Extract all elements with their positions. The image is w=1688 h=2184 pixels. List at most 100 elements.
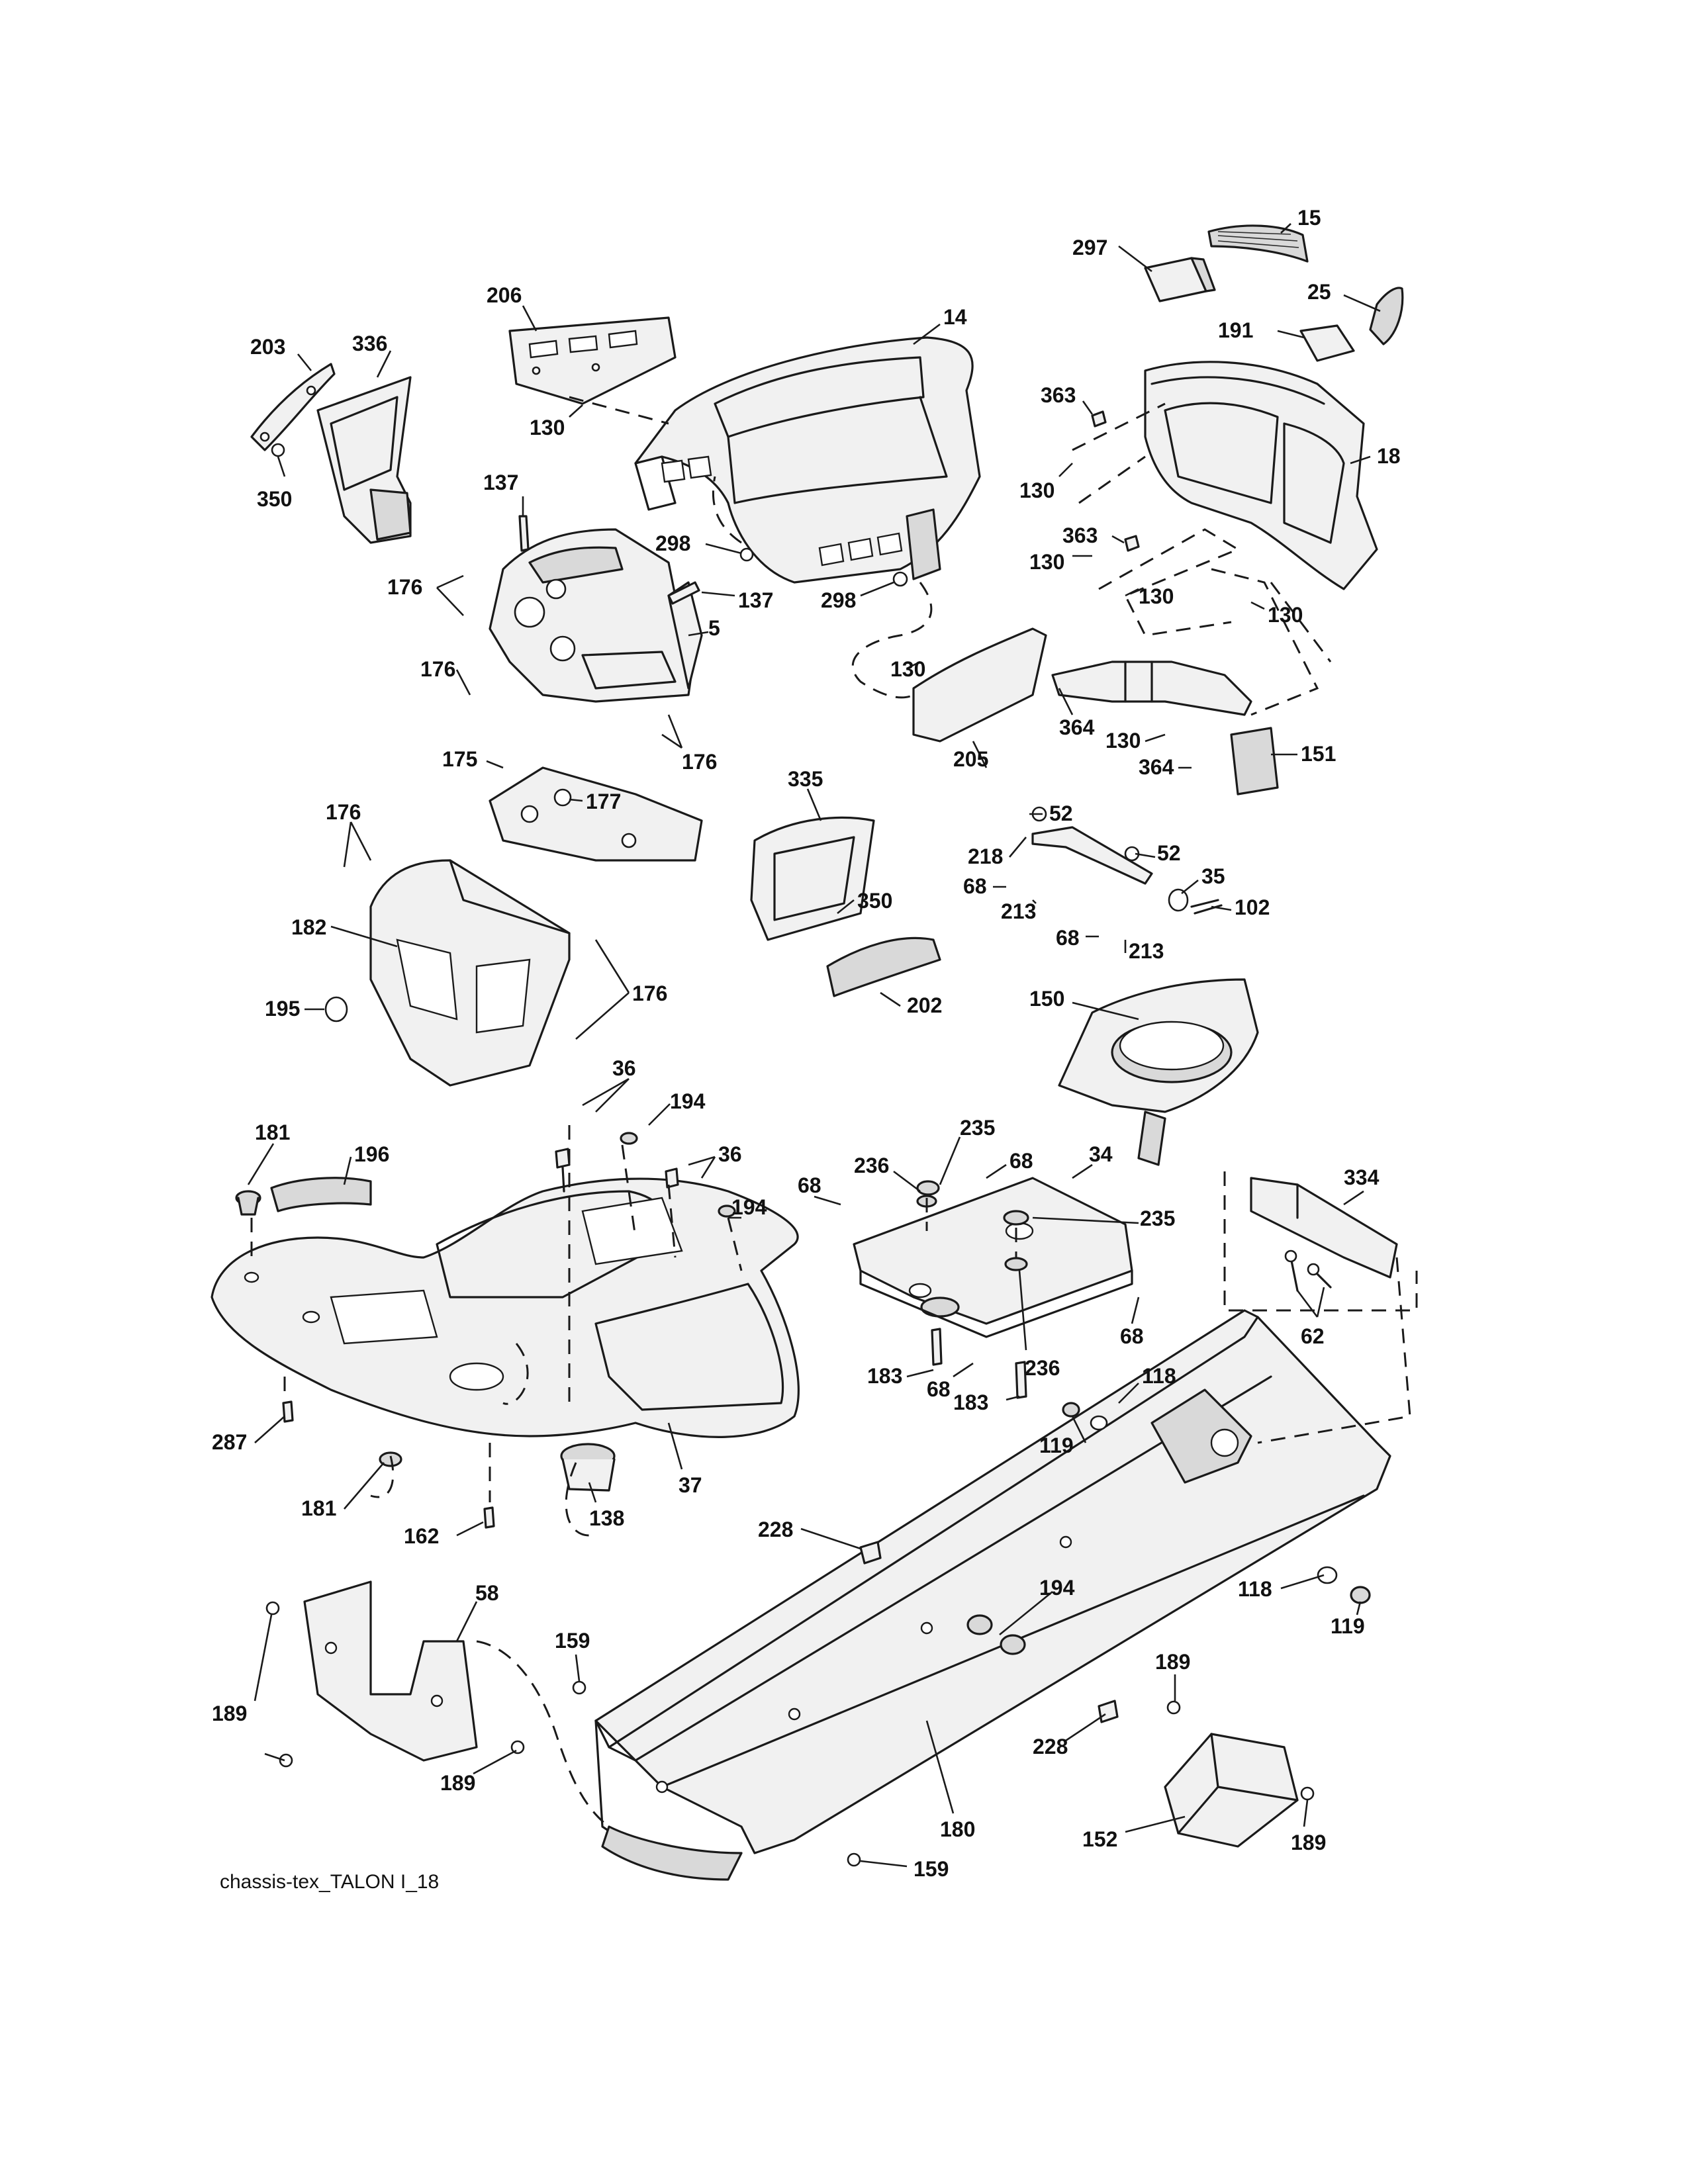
part-washer-35 <box>1168 888 1189 912</box>
callout-203: 203 <box>250 335 285 359</box>
part-hood-14 <box>634 336 981 584</box>
part-clip-363b <box>1124 535 1140 552</box>
callout-36b: 36 <box>718 1142 742 1166</box>
callout-236a: 236 <box>854 1154 889 1177</box>
callout-194b: 194 <box>731 1195 767 1219</box>
callout-297: 297 <box>1072 236 1107 259</box>
part-nut-119b <box>1350 1586 1371 1604</box>
callout-102: 102 <box>1235 895 1270 919</box>
callout-298a: 298 <box>655 531 690 555</box>
part-panel-205 <box>912 627 1047 743</box>
part-pin-102 <box>1190 899 1223 915</box>
callout-58: 58 <box>475 1581 499 1605</box>
callout-176a: 176 <box>387 575 422 599</box>
callout-119b: 119 <box>1331 1614 1365 1638</box>
part-bezel-25 <box>1369 287 1404 345</box>
part-boot-138 <box>560 1443 616 1492</box>
callout-68c: 68 <box>1009 1149 1033 1173</box>
callout-119a: 119 <box>1039 1433 1074 1457</box>
part-shield-152 <box>1164 1733 1299 1848</box>
part-clip-363a <box>1091 410 1107 428</box>
callout-287: 287 <box>212 1430 247 1454</box>
part-bracket-334 <box>1250 1177 1398 1279</box>
callout-176d: 176 <box>326 800 361 824</box>
part-foam-191 <box>1299 324 1355 362</box>
assembly-lines <box>250 396 1418 1828</box>
part-clip-177 <box>553 788 572 807</box>
callout-236b: 236 <box>1025 1356 1060 1380</box>
callout-151: 151 <box>1301 742 1336 766</box>
callout-364b: 364 <box>1139 755 1174 779</box>
part-frame-180 <box>594 1309 1391 1881</box>
callout-228a: 228 <box>758 1518 793 1541</box>
callout-213b: 213 <box>1129 939 1164 963</box>
part-bolt-228a <box>859 1541 882 1565</box>
part-screw-189c <box>510 1740 525 1754</box>
part-screw-350 <box>271 443 285 457</box>
callout-177: 177 <box>586 790 621 813</box>
callout-52a: 52 <box>1049 801 1073 825</box>
callout-130e: 130 <box>1268 603 1303 627</box>
callout-162: 162 <box>404 1524 439 1548</box>
part-screw-189e <box>1300 1786 1315 1801</box>
callout-150: 150 <box>1029 987 1064 1011</box>
callout-68e: 68 <box>1120 1324 1144 1348</box>
callout-52b: 52 <box>1157 841 1181 865</box>
callout-18: 18 <box>1377 444 1401 468</box>
callout-235b: 235 <box>1140 1206 1175 1230</box>
callout-14: 14 <box>943 305 967 329</box>
part-grille-18 <box>1144 361 1378 590</box>
part-bolt-183b <box>1015 1361 1027 1399</box>
callout-5: 5 <box>708 616 720 640</box>
part-bracket-175 <box>489 766 703 862</box>
callout-152: 152 <box>1082 1827 1117 1851</box>
callout-181a: 181 <box>255 1120 290 1144</box>
callout-labels: 15 297 25 191 206 14 203 336 130 350 363… <box>212 206 1401 1881</box>
callout-189c: 189 <box>1155 1650 1190 1674</box>
callout-182: 182 <box>291 915 326 939</box>
callout-176b: 176 <box>420 657 455 681</box>
callout-195: 195 <box>265 997 300 1021</box>
part-lens-15 <box>1207 224 1309 263</box>
part-screw-162 <box>483 1506 495 1529</box>
callout-37: 37 <box>679 1473 702 1497</box>
callout-34: 34 <box>1089 1142 1113 1166</box>
part-panel-206 <box>508 316 677 405</box>
part-pin-137b <box>667 581 700 605</box>
callout-68a: 68 <box>963 874 987 898</box>
callout-191: 191 <box>1218 318 1253 342</box>
callout-130a: 130 <box>530 416 565 439</box>
part-grille-335 <box>750 816 875 941</box>
callout-189d: 189 <box>1291 1831 1326 1854</box>
callout-36a: 36 <box>612 1056 636 1080</box>
callout-118a: 118 <box>1142 1364 1176 1388</box>
part-spacer-236b <box>1004 1257 1028 1271</box>
callout-335: 335 <box>788 767 823 791</box>
part-screw-159a <box>572 1680 586 1695</box>
part-nut-194a <box>620 1132 638 1145</box>
callout-68f: 68 <box>927 1377 951 1401</box>
callout-189a: 189 <box>212 1702 247 1725</box>
callout-130b: 130 <box>1019 478 1055 502</box>
callout-350a: 350 <box>257 487 292 511</box>
part-washer-118b <box>1317 1566 1338 1584</box>
part-grommet-181a <box>235 1190 261 1216</box>
part-block-297 <box>1144 257 1216 302</box>
callout-213a: 213 <box>1001 899 1036 923</box>
callout-68b: 68 <box>1056 926 1080 950</box>
callout-130c: 130 <box>1029 550 1064 574</box>
part-nut-119a <box>1062 1402 1080 1418</box>
callout-25: 25 <box>1307 280 1331 304</box>
callout-137a: 137 <box>483 471 518 494</box>
part-spacer-235b <box>1003 1210 1029 1226</box>
callout-228b: 228 <box>1033 1735 1068 1758</box>
part-pad-196 <box>270 1177 372 1212</box>
part-screw-287 <box>282 1400 294 1423</box>
part-screw-159b <box>847 1852 861 1867</box>
callout-176c: 176 <box>682 750 717 774</box>
callout-35: 35 <box>1201 864 1225 888</box>
callout-175: 175 <box>442 747 477 771</box>
callout-350b: 350 <box>857 889 892 913</box>
part-plug-195 <box>324 996 348 1023</box>
